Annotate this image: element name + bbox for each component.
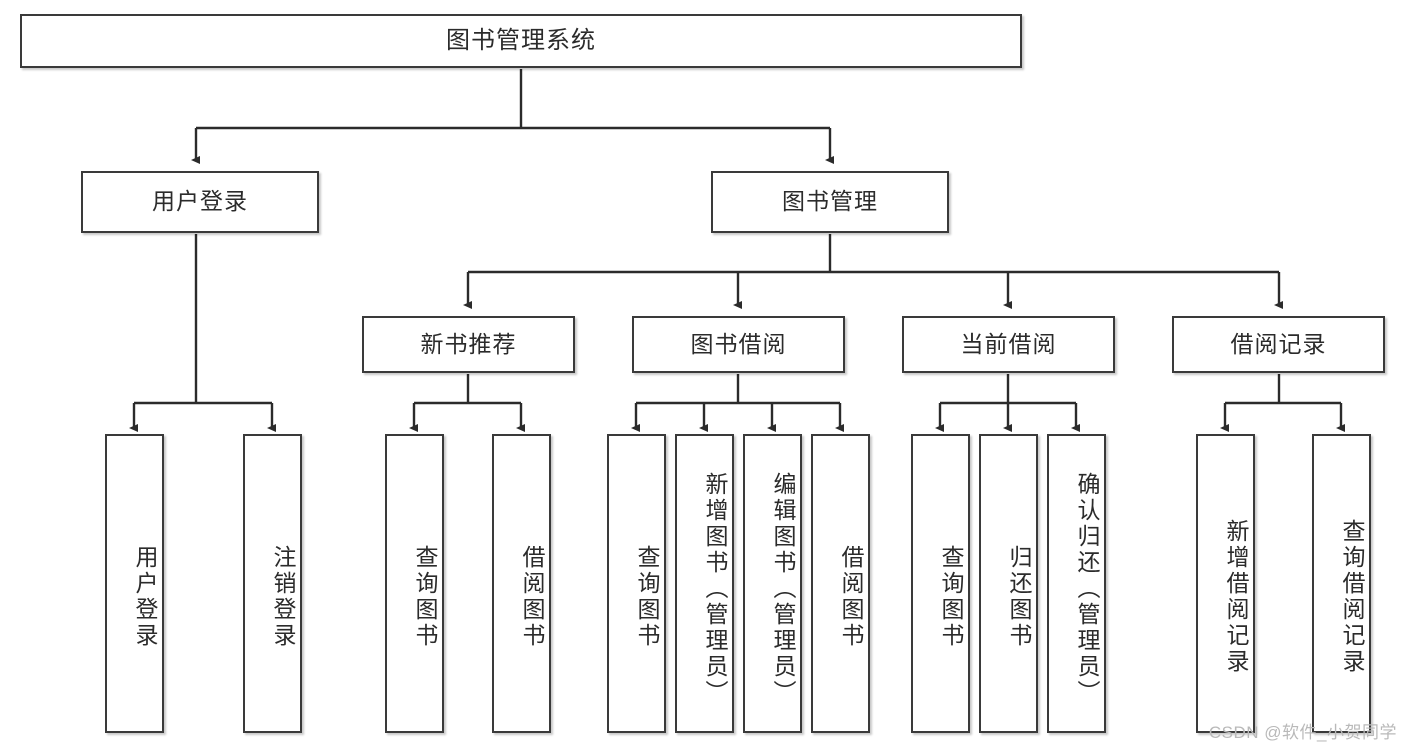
node-new-book-recommend[interactable]: 新书推荐	[362, 316, 575, 373]
node-leaf-query-book-3[interactable]: 查询图书	[911, 434, 970, 733]
node-borrow-record[interactable]: 借阅记录	[1172, 316, 1385, 373]
node-leaf-add-record[interactable]: 新增借阅记录	[1196, 434, 1255, 733]
node-leaf-borrow-book-1[interactable]: 借阅图书	[492, 434, 551, 733]
node-leaf-edit-book[interactable]: 编辑图书（管理员）	[743, 434, 802, 733]
node-leaf-query-book-2[interactable]: 查询图书	[607, 434, 666, 733]
watermark-text: CSDN @软件_小贺同学	[1208, 723, 1397, 742]
node-root[interactable]: 图书管理系统	[20, 14, 1022, 68]
node-book-management[interactable]: 图书管理	[711, 171, 949, 233]
node-user-login[interactable]: 用户登录	[81, 171, 319, 233]
node-leaf-user-login[interactable]: 用户登录	[105, 434, 164, 733]
node-leaf-borrow-book-2[interactable]: 借阅图书	[811, 434, 870, 733]
node-leaf-query-record[interactable]: 查询借阅记录	[1312, 434, 1371, 733]
node-leaf-confirm-return[interactable]: 确认归还（管理员）	[1047, 434, 1106, 733]
node-current-borrow[interactable]: 当前借阅	[902, 316, 1115, 373]
node-book-borrow[interactable]: 图书借阅	[632, 316, 845, 373]
node-leaf-query-book-1[interactable]: 查询图书	[385, 434, 444, 733]
node-leaf-return-book[interactable]: 归还图书	[979, 434, 1038, 733]
node-leaf-logout[interactable]: 注销登录	[243, 434, 302, 733]
node-leaf-add-book[interactable]: 新增图书（管理员）	[675, 434, 734, 733]
